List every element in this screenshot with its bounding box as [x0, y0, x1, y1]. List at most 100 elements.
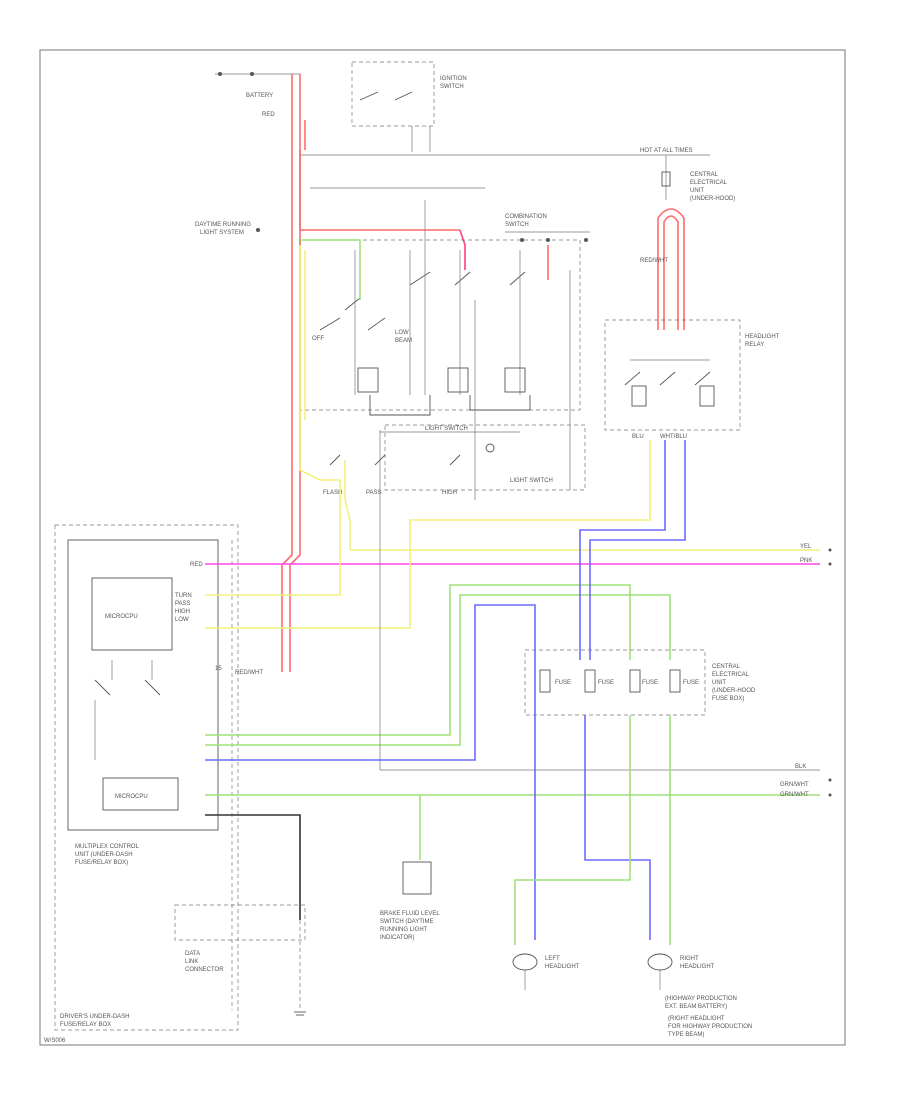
svg-text:IGNITION: IGNITION [440, 76, 467, 82]
yellow-wire-drop [344, 460, 351, 550]
svg-text:INDICATOR): INDICATOR) [380, 935, 414, 941]
svg-text:YEL: YEL [800, 544, 812, 550]
headlight-relay: RED/WHT HEADLIGHT RELAY BLU WHT/BLU [604, 208, 780, 440]
green-wire-lh [514, 715, 631, 945]
svg-text:WHT/BLU: WHT/BLU [660, 434, 687, 440]
hot-at-all-times-label: HOT AT ALL TIMES [640, 148, 693, 154]
svg-text:DAYTIME RUNNING: DAYTIME RUNNING [195, 222, 251, 228]
diagram-border [39, 49, 846, 1046]
light-switch-label: LIGHT SWITCH [510, 478, 553, 484]
svg-text:FUSE/RELAY BOX): FUSE/RELAY BOX) [75, 860, 128, 866]
right-headlight: RIGHT HEADLIGHT (HIGHWAY PRODUCTION EXT.… [647, 953, 752, 1038]
svg-text:(RIGHT HEADLIGHT: (RIGHT HEADLIGHT [668, 1016, 725, 1022]
svg-text:PASS: PASS [366, 490, 382, 496]
svg-text:COMBINATION: COMBINATION [505, 214, 547, 220]
red-wire-main [281, 74, 293, 672]
svg-text:GRN/WHT: GRN/WHT [780, 792, 809, 798]
svg-text:UNIT: UNIT [712, 680, 726, 686]
svg-text:RELAY: RELAY [745, 342, 764, 348]
svg-text:TYPE BEAM): TYPE BEAM) [668, 1032, 704, 1038]
svg-text:DATA: DATA [185, 951, 200, 957]
svg-text:FUSE/RELAY BOX: FUSE/RELAY BOX [60, 1022, 111, 1028]
svg-text:PNK: PNK [800, 558, 812, 564]
svg-text:FOR HIGHWAY PRODUCTION: FOR HIGHWAY PRODUCTION [668, 1024, 752, 1030]
brake-fluid-sensor: BRAKE FLUID LEVEL SWITCH (DAYTIME RUNNIN… [380, 861, 440, 941]
svg-text:LINK: LINK [185, 959, 198, 965]
svg-text:FUSE: FUSE [555, 680, 571, 686]
fuse-box-top-right: CENTRAL ELECTRICAL UNIT (UNDER-HOOD) [661, 155, 735, 202]
svg-text:(UNDER-HOOD): (UNDER-HOOD) [690, 196, 735, 202]
svg-text:LEFT: LEFT [545, 956, 560, 962]
svg-text:HEADLIGHT: HEADLIGHT [545, 964, 580, 970]
svg-text:BEAM: BEAM [395, 338, 412, 344]
svg-text:MICROCPU: MICROCPU [105, 614, 138, 620]
svg-text:FLASH: FLASH [323, 490, 342, 496]
red-wire-horn [459, 229, 466, 270]
svg-text:RED: RED [190, 562, 203, 568]
svg-text:(HIGHWAY PRODUCTION: (HIGHWAY PRODUCTION [665, 996, 737, 1002]
svg-text:FUSE: FUSE [598, 680, 614, 686]
svg-text:LIGHT SYSTEM: LIGHT SYSTEM [200, 230, 244, 236]
multiplex-control-unit: MICROCPU MICROCPU MULTIPLEX CONTROL UNIT… [54, 524, 239, 1031]
svg-text:RED/WHT: RED/WHT [235, 670, 263, 676]
svg-text:SWITCH: SWITCH [440, 84, 464, 90]
svg-text:UNIT (UNDER-DASH: UNIT (UNDER-DASH [75, 852, 133, 858]
yellow-wire-left [205, 245, 341, 596]
svg-text:(UNDER-HOOD: (UNDER-HOOD [712, 688, 756, 694]
light-switch-assembly: OFF LOW BEAM [299, 200, 581, 416]
svg-text:BLU: BLU [632, 434, 644, 440]
svg-text:ELECTRICAL: ELECTRICAL [712, 672, 750, 678]
multiplex-pins: RED TURN PASS HIGH LOW 15 RED/WHT [175, 562, 263, 676]
svg-text:HEADLIGHT: HEADLIGHT [680, 964, 715, 970]
svg-text:DRIVER'S UNDER-DASH: DRIVER'S UNDER-DASH [60, 1014, 130, 1020]
svg-text:RIGHT: RIGHT [680, 956, 699, 962]
svg-text:UNIT: UNIT [690, 188, 704, 194]
ignition-switch: IGNITION SWITCH [351, 61, 467, 152]
blue-wire-2 [579, 440, 666, 660]
svg-text:LOW: LOW [395, 330, 409, 336]
svg-text:BATTERY: BATTERY [246, 93, 273, 99]
svg-text:RED: RED [262, 112, 275, 118]
svg-text:HEADLIGHT: HEADLIGHT [745, 334, 780, 340]
svg-text:BRAKE FLUID LEVEL: BRAKE FLUID LEVEL [380, 911, 440, 917]
blue-wire-4 [584, 715, 651, 940]
blue-wire-1 [205, 604, 536, 940]
light-switch-lower: LIGHT SWITCH LIGHT SWITCH FLASH PASS HIG… [323, 424, 586, 496]
fuse-block: FUSE FUSE FUSE FUSE CENTRAL ELECTRICAL U… [524, 649, 756, 716]
svg-text:CONNECTOR: CONNECTOR [185, 967, 224, 973]
svg-text:FUSE BOX): FUSE BOX) [712, 696, 744, 702]
svg-text:FUSE: FUSE [683, 680, 699, 686]
svg-text:HIGH: HIGH [175, 609, 190, 615]
green-wire-switch [300, 239, 361, 300]
blue-wire-3 [589, 440, 686, 660]
svg-text:CENTRAL: CENTRAL [690, 172, 719, 178]
svg-text:FUSE: FUSE [642, 680, 658, 686]
battery-connector: BATTERY RED [215, 72, 300, 118]
svg-text:BLK: BLK [795, 764, 806, 770]
green-wire-2 [205, 594, 671, 746]
svg-text:EXT. BEAM BATTERY): EXT. BEAM BATTERY) [665, 1004, 727, 1010]
red-wire-branch [299, 150, 460, 231]
svg-text:GRN/WHT: GRN/WHT [780, 782, 809, 788]
combination-switch: COMBINATION SWITCH [474, 214, 590, 500]
ground-connector: DATA LINK CONNECTOR [174, 904, 306, 1016]
green-wire-1 [205, 584, 631, 736]
svg-text:15: 15 [215, 666, 222, 672]
svg-text:SWITCH (DAYTIME: SWITCH (DAYTIME [380, 919, 434, 925]
svg-text:LOW: LOW [175, 617, 189, 623]
diagram-code: W/S006 [44, 1038, 66, 1044]
svg-text:RED/WHT: RED/WHT [640, 258, 668, 264]
svg-text:CENTRAL: CENTRAL [712, 664, 741, 670]
svg-text:MULTIPLEX CONTROL: MULTIPLEX CONTROL [75, 844, 140, 850]
right-connectors: YEL PNK BLK GRN/WHT GRN/WHT [780, 544, 832, 798]
svg-text:MICROCPU: MICROCPU [115, 794, 148, 800]
black-wire [205, 814, 301, 920]
left-headlight: LEFT HEADLIGHT [512, 953, 580, 990]
svg-text:HIGH: HIGH [442, 490, 457, 496]
svg-text:TURN: TURN [175, 593, 192, 599]
svg-text:RUNNING LIGHT: RUNNING LIGHT [380, 927, 428, 933]
svg-text:ELECTRICAL: ELECTRICAL [690, 180, 728, 186]
svg-text:SWITCH: SWITCH [505, 222, 529, 228]
svg-text:LIGHT SWITCH: LIGHT SWITCH [425, 426, 468, 432]
